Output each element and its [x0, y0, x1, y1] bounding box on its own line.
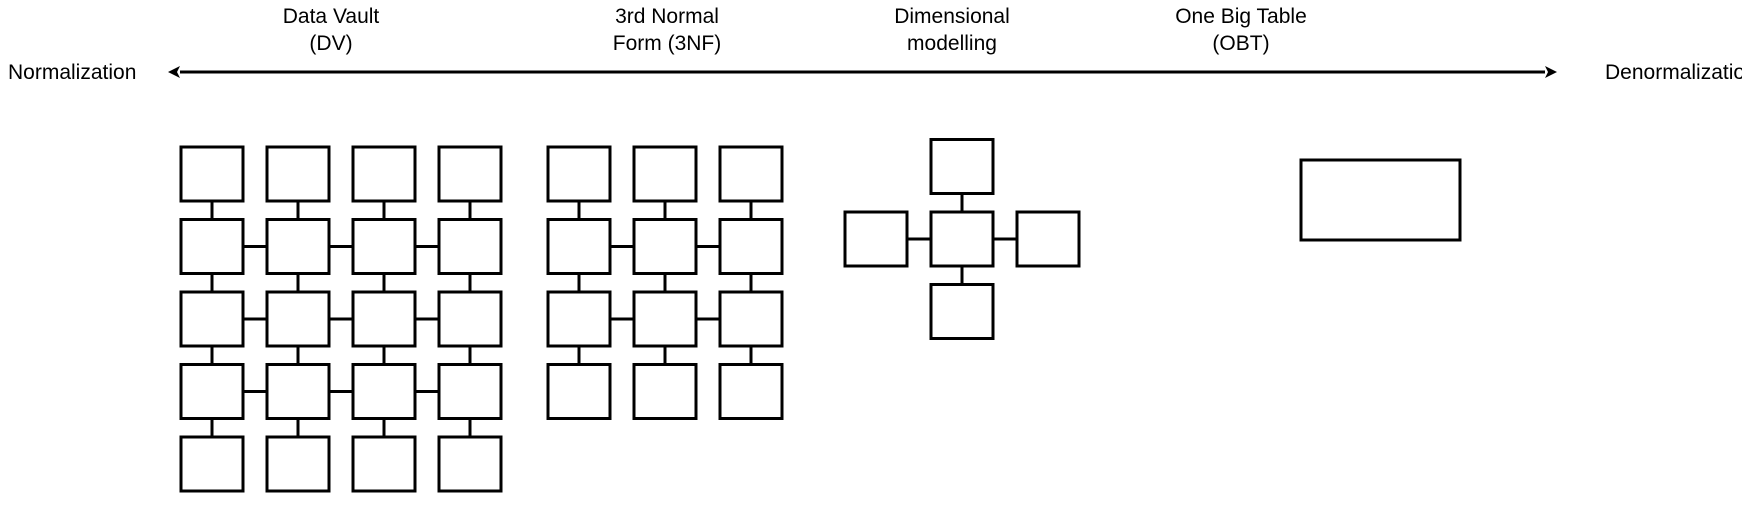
column-header-one-big-table: One Big Table (OBT) — [1081, 3, 1401, 57]
column-header-line: Form (3NF) — [612, 32, 722, 55]
schema-box — [546, 363, 612, 420]
schema-box — [632, 363, 698, 420]
schema-box — [929, 210, 995, 268]
schema-box — [351, 290, 417, 348]
schema-box — [632, 145, 698, 203]
column-header-line: 3rd Normal — [615, 5, 719, 28]
column-header-line: Dimensional — [894, 5, 1010, 28]
axis-label-normalization: Normalization — [8, 61, 137, 84]
schema-box — [179, 363, 245, 420]
column-header-line: (DV) — [309, 32, 353, 55]
column-header-line: modelling — [907, 32, 997, 55]
column-header-data-vault: Data Vault (DV) — [171, 3, 491, 57]
data-vault-schema-graphic — [179, 145, 503, 493]
schema-box — [179, 145, 245, 203]
schema-box — [546, 145, 612, 203]
schema-box — [351, 363, 417, 420]
schema-box — [1015, 210, 1081, 268]
schema-box — [265, 290, 331, 348]
dimensional-modelling-schema-graphic — [843, 138, 1081, 340]
schema-box — [718, 290, 784, 348]
column-header-line: One Big Table — [1175, 5, 1307, 28]
column-header-line: Data Vault — [282, 5, 380, 28]
schema-box — [437, 363, 503, 420]
one-big-table-box — [1299, 158, 1462, 242]
third-normal-form-schema-graphic — [546, 145, 784, 420]
schema-box — [632, 290, 698, 348]
schema-box — [265, 145, 331, 203]
schema-box — [265, 363, 331, 420]
column-header-line: (OBT) — [1212, 32, 1270, 55]
schema-box — [546, 290, 612, 348]
schema-box — [718, 218, 784, 275]
schema-box — [437, 435, 503, 493]
column-header-third-normal-form: 3rd Normal Form (3NF) — [507, 3, 827, 57]
schema-box — [351, 435, 417, 493]
schema-box — [265, 218, 331, 275]
one-big-table-schema-graphic — [1299, 158, 1462, 242]
schema-box — [437, 218, 503, 275]
schema-box — [265, 435, 331, 493]
schema-box — [843, 210, 909, 268]
schema-box — [179, 290, 245, 348]
schema-box — [718, 145, 784, 203]
schema-box — [179, 435, 245, 493]
schema-box — [929, 138, 995, 195]
schema-box — [437, 145, 503, 203]
schema-box — [437, 290, 503, 348]
schema-box — [929, 283, 995, 340]
schema-box — [632, 218, 698, 275]
schema-box — [718, 363, 784, 420]
schema-box — [351, 218, 417, 275]
schema-box — [179, 218, 245, 275]
column-header-dimensional-modelling: Dimensional modelling — [792, 3, 1112, 57]
schema-box — [351, 145, 417, 203]
schema-box — [546, 218, 612, 275]
axis-label-denormalization: Denormalization — [1605, 61, 1742, 84]
